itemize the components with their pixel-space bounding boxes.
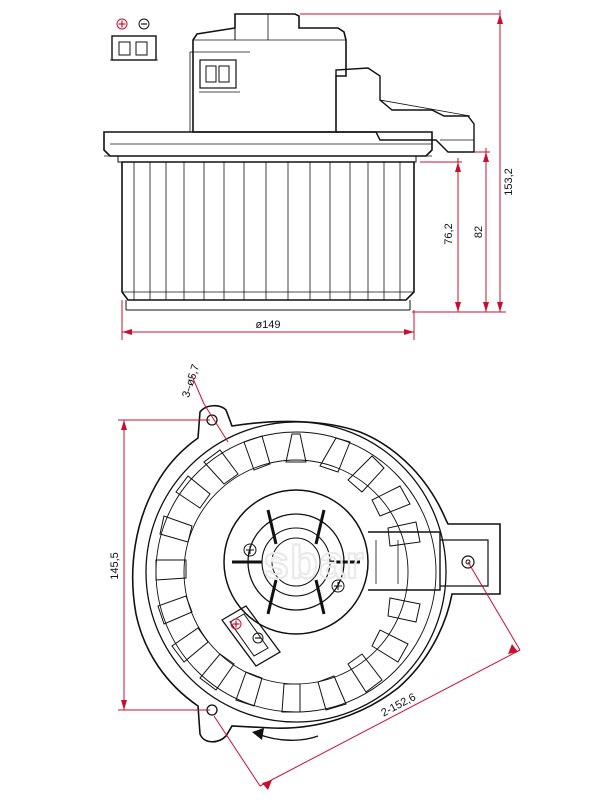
housing-outline — [131, 404, 501, 743]
top-connector — [221, 605, 281, 667]
bolt-circle-label: 2-152,6 — [379, 691, 418, 719]
terminal-arm — [368, 531, 489, 591]
mount-span-label: 145,5 — [109, 552, 121, 580]
rotation-arrowhead — [252, 728, 264, 740]
overall-height-label: 153,2 — [503, 168, 515, 196]
housing-ribs — [155, 433, 421, 713]
screw-head-icon — [331, 579, 345, 593]
side-view: 153,2 82 76,2 ø149 — [103, 10, 515, 340]
minus-circle-icon — [138, 18, 150, 30]
fan-wheel-side — [121, 161, 415, 311]
top-dimension-lines — [118, 375, 521, 790]
terminal-bracket — [335, 67, 475, 153]
mount-hole — [465, 559, 471, 565]
side-connector — [199, 59, 240, 93]
connector-symbol — [110, 18, 158, 61]
housing-rim — [145, 421, 447, 723]
wheel-height-label: 76,2 — [443, 223, 455, 244]
rotation-arrow-icon — [257, 733, 319, 741]
side-dimension-lines — [121, 10, 506, 340]
plus-circle-icon — [230, 618, 242, 630]
plus-circle-icon — [116, 18, 128, 30]
top-view: sbar 145,5 3–ø5,7 2-152,6 — [109, 363, 521, 790]
watermark-logo: sbar — [263, 536, 364, 588]
minus-circle-icon — [252, 632, 264, 644]
motor-hub — [223, 489, 369, 635]
mount-holes-label: 3–ø5,7 — [180, 363, 202, 399]
screw-head-icon — [243, 543, 257, 557]
housing-height-label: 82 — [473, 226, 485, 238]
motor-dome — [192, 13, 347, 133]
wheel-diameter-label: ø149 — [255, 319, 280, 331]
